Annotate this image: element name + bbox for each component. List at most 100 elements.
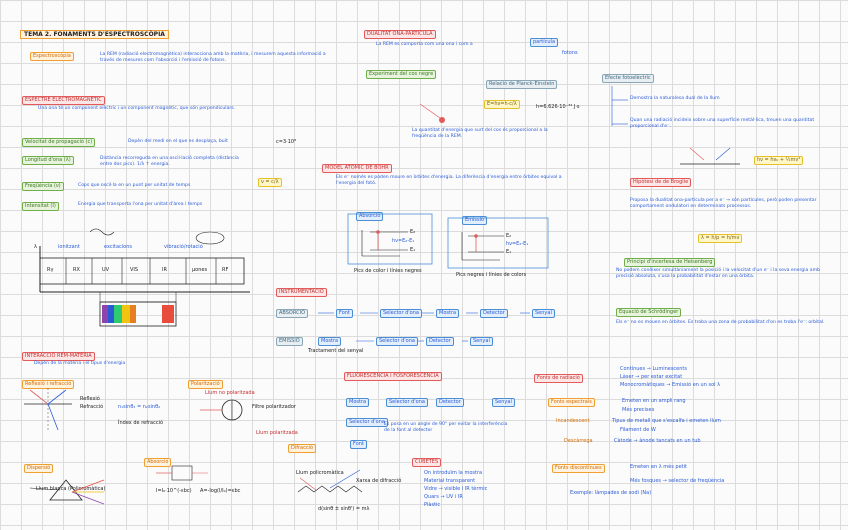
cubetes-item-4: Plàstic [424, 502, 441, 508]
dispersio-label: Dispersió [24, 464, 54, 473]
bohr-emissio-e1: E₁ [506, 249, 512, 255]
planck-h: h=6.626·10⁻³⁴ J·s [536, 104, 580, 110]
fluor-font: Font [350, 440, 367, 449]
reflexio-item-1: Refracció [80, 404, 104, 410]
hipotesi-formula: λ = h/p = h/mv [698, 234, 743, 243]
fluor-selector-2: Selector d'ona [346, 418, 388, 427]
schrodinger-label: Equació de Schrödinger [616, 308, 682, 317]
espectrals-item-2: Filament de W [620, 427, 656, 433]
reflexio-formula: n₁sinθ₁ = n₂sinθ₂ [118, 404, 161, 410]
spectrum-axis-label: λ [34, 244, 37, 250]
velocitat-formula: c=3·10⁸ [276, 139, 297, 145]
instrument-em-mostra: Mostra [318, 337, 342, 346]
heisenberg-label: Principi d'incertesa de Heisenberg [624, 258, 716, 267]
bohr-absorcio-e2: E₂ [410, 229, 416, 235]
spectrum-region-5: μones [192, 267, 208, 273]
bohr-emissio-e2: E₂ [506, 233, 512, 239]
espectrals-item-0: Emeten en un ampli rang [622, 398, 686, 404]
spectrum-region-3: VIS [130, 267, 139, 273]
instrument-abs: ABSORCIÓ [276, 309, 308, 318]
longitud-text: Distància recorreguda en una oscil·lació… [100, 156, 239, 167]
interaccio-label: INTERACCIÓ REM-MATÈRIA [22, 352, 95, 361]
espectrals-label: Fonts espectrals [548, 398, 595, 407]
frequencia-text: Cops que oscil·la en un punt per unitat … [78, 183, 191, 188]
frequencia-label: Freqüència (ν) [22, 182, 64, 191]
polaritzacio-item-2: Llum polaritzada [256, 430, 298, 436]
bohr-emissio-de: hν=E₂-E₁ [506, 241, 529, 247]
spectrum-sub-2: vibració/rotació [164, 244, 203, 250]
cubetes-label: CUBETES [412, 458, 442, 467]
polaritzacio-label: Polarització [188, 380, 223, 389]
difraccio-item-1: Xarxa de difracció [356, 478, 402, 484]
polaritzacio-item-0: Llum no polaritzada [205, 390, 255, 396]
instrument-em-detector: Detector [426, 337, 454, 346]
espectroscopia-text: La REM (radiació electromagnètica) inter… [100, 52, 326, 63]
lineals-item-1: Més fosques → selector de freqüència [630, 478, 725, 484]
fonts-item-0: Contínues → Luminescents [620, 366, 687, 372]
hipotesi-label: Hipòtesi de de Broglie [630, 178, 692, 187]
bohr-text: Els e⁻ només es poden moure en òrbites d… [336, 175, 562, 186]
bohr-absorcio-de: hν=E₂-E₁ [392, 238, 415, 244]
espectre-label: ESPECTRE ELECTROMAGNÈTIC [22, 96, 105, 105]
spectrum-sub-0: ionitzant [58, 244, 80, 250]
dualitat-sub: fotons [562, 50, 578, 56]
spectrum-region-1: RX [73, 267, 80, 273]
lineals-item-0: Emeten en λ més petit [630, 464, 687, 470]
efecte-item-2: Quan una radiació incideix sobre una sup… [630, 118, 815, 129]
bohr-emissio-caption: Pics negres i línies de colors [456, 272, 527, 278]
instrument-trac: Tractament del senyal [308, 348, 364, 354]
descarrega-label: Descàrrega [564, 438, 593, 444]
polaritzacio-item-1: Filtre polaritzador [252, 404, 296, 410]
bohr-absorcio-label: Absorció [356, 212, 384, 221]
instrument-em: EMISSIÓ [276, 337, 303, 346]
instrument-abs-mostra: Mostra [436, 309, 460, 318]
cubetes-item-1: Material transparent [424, 478, 476, 484]
page-title: TEMA 2. FONAMENTS D'ESPECTROSCÒPIA [20, 30, 169, 39]
fluor-selector: Selector d'ona [386, 398, 428, 407]
fonts-label: Fonts de radiació [534, 374, 583, 383]
dualitat-item: partícula [530, 38, 559, 47]
fluor-detector: Detector [436, 398, 464, 407]
descarrega-text: Càtode → ànode tancats en un tub [614, 438, 701, 444]
dualitat-label: DUALITAT ONA-PARTÍCULA [364, 30, 436, 39]
absorcio-formula: I=I₀·10^(-εbc) [156, 488, 192, 494]
intensitat-text: Energia que transporta l'ona per unitat … [78, 202, 203, 207]
espectroscopia-label: Espectroscòpia [30, 52, 74, 61]
fluor-senyal: Senyal [492, 398, 515, 407]
bohr-absorcio-e1: E₁ [410, 247, 416, 253]
heisenberg-text: No podem conèixer simultàniament la posi… [616, 268, 820, 279]
planck-formula: E=hν=h·c/λ [484, 100, 520, 109]
incandescent-label: Incandescent [556, 418, 590, 424]
cubetes-item-2: Vidre → visible i IR tèrmic [424, 486, 488, 492]
fonts-item-2: Monocromàtiques → Emissió en un sol λ [620, 382, 721, 388]
incandescent-text: Tipus de metall que s'escalfa i emeten l… [612, 418, 721, 424]
fluor-text: Es posa en un angle de 90° per evitar la… [384, 422, 508, 433]
instrument-em-selector: Selector d'ona [376, 337, 418, 346]
frequencia-formula: ν = c/λ [258, 178, 282, 187]
cubetes-item-0: On introduïm la mostra [424, 470, 483, 476]
instrument-em-senyal: Senyal [470, 337, 493, 346]
difraccio-formula: d(sinθ ± sinθ') = mλ [318, 506, 370, 512]
instrument-label: INSTRUMENTACIÓ [276, 288, 327, 297]
spectrum-region-4: IR [162, 267, 167, 273]
intensitat-label: Intensitat (I) [22, 202, 59, 211]
espectre-text: Una ona té un component elèctric i un co… [38, 106, 236, 111]
spectrum-sub-1: excitacions [104, 244, 132, 250]
lineals-item-2: Exemple: làmpades de sodi (Na) [570, 490, 652, 496]
absorcio-formula-2: A=-log(I/I₀)=εbc [200, 488, 241, 494]
reflexio-item-0: Reflexió [80, 396, 100, 402]
fonts-item-1: Làser → per estar excitat [620, 374, 683, 380]
instrument-abs-selector: Selector d'ona [380, 309, 422, 318]
fluor-label: FLUORESCÈNCIA I FOSFORESCÈNCIA [344, 372, 442, 381]
instrument-abs-detector: Detector [480, 309, 508, 318]
bohr-absorcio-caption: Pics de color i línies negres [354, 268, 422, 274]
spectrum-region-2: UV [102, 267, 110, 273]
difraccio-label: Difracció [288, 444, 317, 453]
dispersio-caption: Llum blanca (Policromàtica) [36, 486, 106, 492]
efecte-label: Efecte fotoelèctric [602, 74, 654, 83]
experiment-label: Experiment del cos negre [366, 70, 437, 79]
